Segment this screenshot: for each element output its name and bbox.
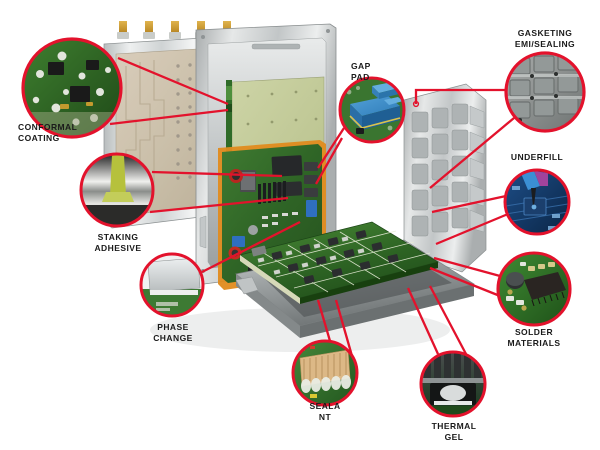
emi-gasket-panel xyxy=(403,83,487,273)
callout-phase-change[interactable] xyxy=(139,252,205,318)
assembly-render xyxy=(99,21,487,352)
label-conformal-coating: CONFORMAL COATING xyxy=(18,122,78,143)
callout-gap-pad[interactable] xyxy=(338,76,406,144)
label-gasketing-emi-sealing: GASKETING EMI/SEALING xyxy=(514,28,576,49)
callout-thermal-gel[interactable] xyxy=(419,350,487,418)
callout-underfill[interactable] xyxy=(503,168,571,236)
callout-gasketing-emi-sealing[interactable] xyxy=(504,51,586,133)
label-thermal-gel: THERMAL GEL xyxy=(431,421,477,442)
leader-lines xyxy=(109,56,515,357)
callout-sealant[interactable] xyxy=(291,339,359,407)
label-solder-materials: SOLDER MATERIALS xyxy=(507,327,561,348)
lower-pcb xyxy=(239,221,439,304)
callout-staking-adhesive[interactable] xyxy=(79,152,155,228)
label-sealant: SEALA NT xyxy=(309,401,341,422)
label-staking-adhesive: STAKING ADHESIVE xyxy=(94,232,142,253)
callout-solder-materials[interactable] xyxy=(496,251,572,327)
label-underfill: UNDERFILL xyxy=(510,152,564,162)
label-phase-change: PHASE CHANGE xyxy=(153,322,193,343)
label-gap-pad: GAP PAD xyxy=(351,61,371,82)
